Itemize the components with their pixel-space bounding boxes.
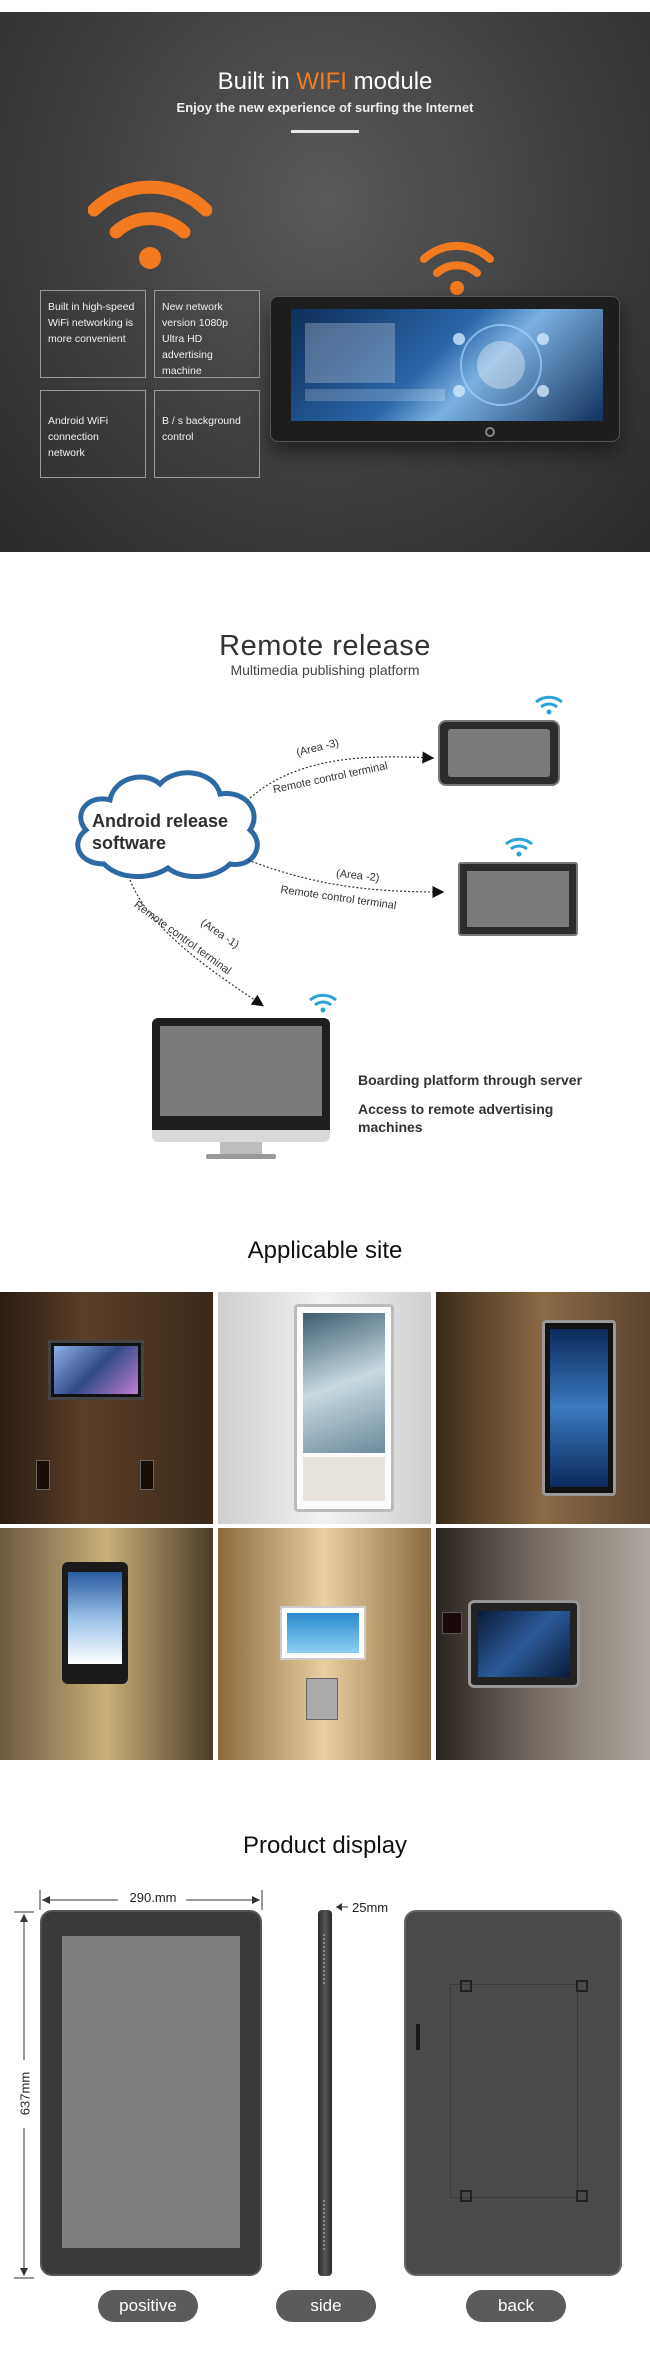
front-view-device [40, 1910, 262, 2276]
arrows [129, 751, 445, 1007]
feature-box-2: New network version 1080p Ultra HD adver… [154, 290, 260, 378]
site-photo-6 [436, 1528, 650, 1760]
depth-dimension: 25mm [352, 1900, 389, 1915]
wifi-title: Built in WIFI module [217, 68, 433, 95]
site-photo-5 [218, 1528, 431, 1760]
depth-dimension-arrow [336, 1903, 348, 1911]
remote-subtitle: Multimedia publishing platform [230, 662, 420, 678]
wifi-section [0, 12, 650, 552]
product-title: Product display [242, 1832, 408, 1859]
wifi-title-highlight: WIFI [296, 68, 347, 95]
feature-box-3: Android WiFi connection network [40, 390, 146, 478]
access-note: Access to remote advertising machines [358, 1101, 554, 1135]
sites-title: Applicable site [247, 1237, 403, 1264]
feature-box-1: Built in high-speed WiFi networking is m… [40, 290, 146, 378]
width-dimension-line [39, 1890, 263, 1910]
tablet-home-button [485, 427, 495, 437]
height-dimension: 637mm [17, 2071, 33, 2116]
wifi-icon-large [88, 180, 212, 269]
view-label-positive: positive [98, 2290, 198, 2322]
site-photo-3 [436, 1292, 650, 1524]
title-underline [291, 130, 359, 133]
width-dimension: 290.mm [129, 1890, 177, 1905]
monitor-chin [152, 1130, 330, 1142]
monitor-display [152, 1018, 330, 1130]
view-label-side: side [276, 2290, 376, 2322]
wifi-icon-blue-1 [535, 695, 563, 715]
tablet-screen [291, 309, 603, 421]
wifi-subtitle: Enjoy the new experience of surfing the … [176, 100, 474, 115]
view-label-back: back [466, 2290, 566, 2322]
remote-title: Remote release [219, 630, 431, 662]
terminal-device-1 [438, 720, 560, 786]
height-dimension-line [14, 1911, 34, 2279]
feature-box-4: B / s background control [154, 390, 260, 478]
site-photo-1 [0, 1292, 213, 1524]
site-photo-4 [0, 1528, 213, 1760]
side-view-device [318, 1910, 332, 2276]
cloud-label: Android release software [92, 811, 229, 853]
cloud-icon [75, 770, 260, 880]
tablet-device [270, 296, 620, 442]
site-photo-2 [218, 1292, 431, 1524]
back-view-device [404, 1910, 622, 2276]
terminal-device-2 [458, 862, 578, 936]
front-view-screen [62, 1936, 240, 2248]
wifi-icon-blue-2 [505, 837, 533, 857]
monitor-stand [220, 1142, 262, 1154]
server-note: Boarding platform through server [358, 1072, 583, 1088]
monitor-base [206, 1154, 276, 1159]
wifi-icon-blue-3 [309, 993, 337, 1013]
wifi-icon-small [420, 241, 494, 295]
